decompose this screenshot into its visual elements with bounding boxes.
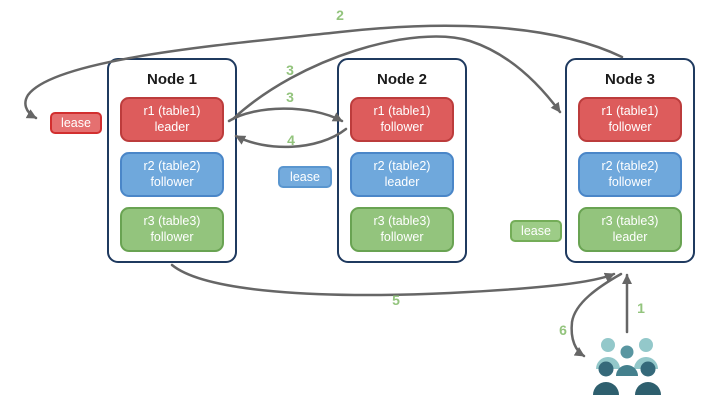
replica-name: r1 (table1) [373, 103, 431, 118]
arrow-step-6 [570, 272, 623, 358]
replica-name: r1 (table1) [601, 103, 659, 118]
replica-role: follower [150, 174, 194, 189]
lease-badge-red: lease [50, 112, 102, 134]
step-label-2: 2 [336, 7, 344, 23]
node-3-title: Node 3 [604, 71, 655, 88]
replica-name: r2 (table2) [601, 158, 659, 173]
step-label-4: 4 [287, 132, 295, 148]
step-label-3a: 3 [286, 62, 294, 78]
lease-badge-green: lease [510, 220, 562, 242]
replica-role: leader [384, 174, 420, 189]
step-label-6: 6 [559, 322, 567, 338]
arrow-step-5 [170, 263, 616, 297]
node-1: Node 1 r1 (table1) leader r2 (table2) fo… [107, 58, 237, 263]
users-icon [593, 338, 661, 395]
replica-name: r3 (table3) [373, 213, 431, 228]
node2-replica-r1: r1 (table1) follower [350, 97, 454, 142]
replica-role: follower [150, 229, 194, 244]
node3-replica-r1: r1 (table1) follower [578, 97, 682, 142]
step-label-1: 1 [637, 300, 645, 316]
replica-role: follower [608, 174, 652, 189]
node-3: Node 3 r1 (table1) follower r2 (table2) … [565, 58, 695, 263]
replica-role: follower [608, 119, 652, 134]
node1-replica-r1: r1 (table1) leader [120, 97, 224, 142]
node2-replica-r2: r2 (table2) leader [350, 152, 454, 197]
replica-name: r3 (table3) [143, 213, 201, 228]
node1-replica-r2: r2 (table2) follower [120, 152, 224, 197]
replica-name: r3 (table3) [601, 213, 659, 228]
step-label-3b: 3 [286, 89, 294, 105]
replica-role: follower [380, 229, 424, 244]
replica-role: leader [154, 119, 190, 134]
node1-replica-r3: r3 (table3) follower [120, 207, 224, 252]
replica-role: follower [380, 119, 424, 134]
node-1-title: Node 1 [146, 71, 197, 88]
lease-badge-blue: lease [278, 166, 332, 188]
node3-replica-r3: r3 (table3) leader [578, 207, 682, 252]
node-2: Node 2 r1 (table1) follower r2 (table2) … [337, 58, 467, 263]
replica-name: r1 (table1) [143, 103, 201, 118]
replica-name: r2 (table2) [143, 158, 201, 173]
node-2-title: Node 2 [376, 71, 427, 88]
replica-role: leader [612, 229, 648, 244]
replica-name: r2 (table2) [373, 158, 431, 173]
node3-replica-r2: r2 (table2) follower [578, 152, 682, 197]
node2-replica-r3: r3 (table3) follower [350, 207, 454, 252]
arrow-step-3-to-node2 [227, 107, 344, 123]
step-label-5: 5 [392, 292, 400, 308]
